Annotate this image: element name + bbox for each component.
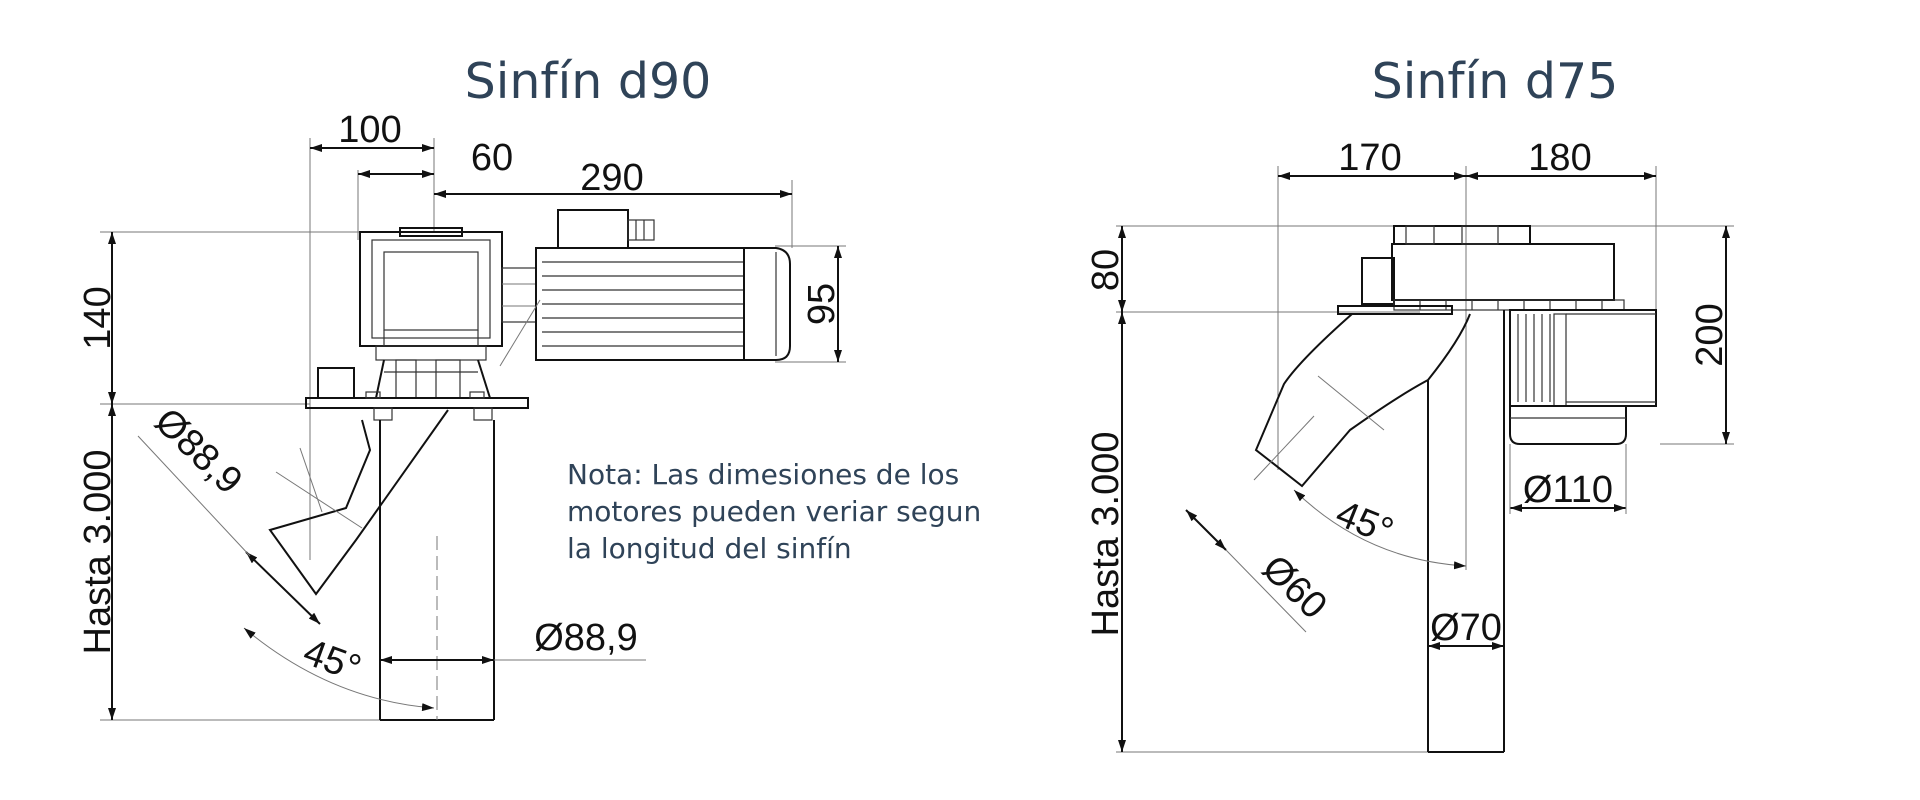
vertical-motor [1509, 309, 1657, 445]
dim-label-100: 100 [338, 109, 401, 151]
dim-label-angle-right: 45° [1330, 493, 1399, 553]
dim-label-95: 95 [801, 283, 843, 325]
dim-label-60: 60 [471, 137, 513, 179]
dim-label-180: 180 [1528, 137, 1591, 179]
gear-housing [1361, 225, 1625, 311]
electric-motor [499, 209, 791, 367]
dim-label-hasta-left: Hasta 3.000 [77, 450, 119, 655]
note-text: Nota: Las dimesiones de los motores pued… [567, 458, 981, 565]
gearbox [359, 227, 503, 361]
dim-label-170: 170 [1338, 137, 1401, 179]
dim-label-tube-d70: Ø70 [1430, 607, 1502, 649]
inlet-hopper-d75 [1253, 313, 1471, 488]
dim-label-motor-d110: Ø110 [1523, 469, 1613, 511]
dim-label-inlet-d60: Ø60 [1254, 547, 1335, 627]
dim-label-angle-left: 45° [298, 631, 366, 690]
dim-label-hasta-right: Hasta 3.000 [1085, 432, 1127, 637]
note-line-1: Nota: Las dimesiones de los [567, 458, 959, 491]
note-line-3: la longitud del sinfín [567, 532, 852, 565]
dim-label-290: 290 [580, 157, 643, 199]
left-drawing-title: Sinfín d90 [465, 53, 712, 110]
angle-arc-left [243, 627, 435, 712]
right-drawing-title: Sinfín d75 [1372, 53, 1619, 110]
motor-coupling [501, 267, 537, 323]
flange-plate [1337, 305, 1453, 315]
inlet-hopper-d90 [268, 409, 449, 596]
auger-tube-d90 [379, 420, 495, 721]
dim-line-inlet-d60 [1185, 509, 1227, 551]
side-box [317, 367, 355, 399]
dim-label-80: 80 [1085, 249, 1127, 291]
mounting-plate [305, 397, 529, 409]
dim-line-inlet-d90 [245, 551, 321, 625]
right-drawing: 170 180 80 Hasta 3.000 200 [1085, 137, 1734, 753]
angle-arc-right [1293, 489, 1467, 570]
left-drawing: 100 60 290 140 Hasta 3.000 95 [77, 109, 846, 721]
dim-label-200: 200 [1689, 303, 1731, 366]
note-line-2: motores pueden veriar segun [567, 495, 981, 528]
dim-label-tube-d90: Ø88,9 [534, 617, 638, 659]
dim-label-inlet-d90: Ø88,9 [147, 400, 251, 502]
dim-label-140: 140 [77, 286, 119, 349]
